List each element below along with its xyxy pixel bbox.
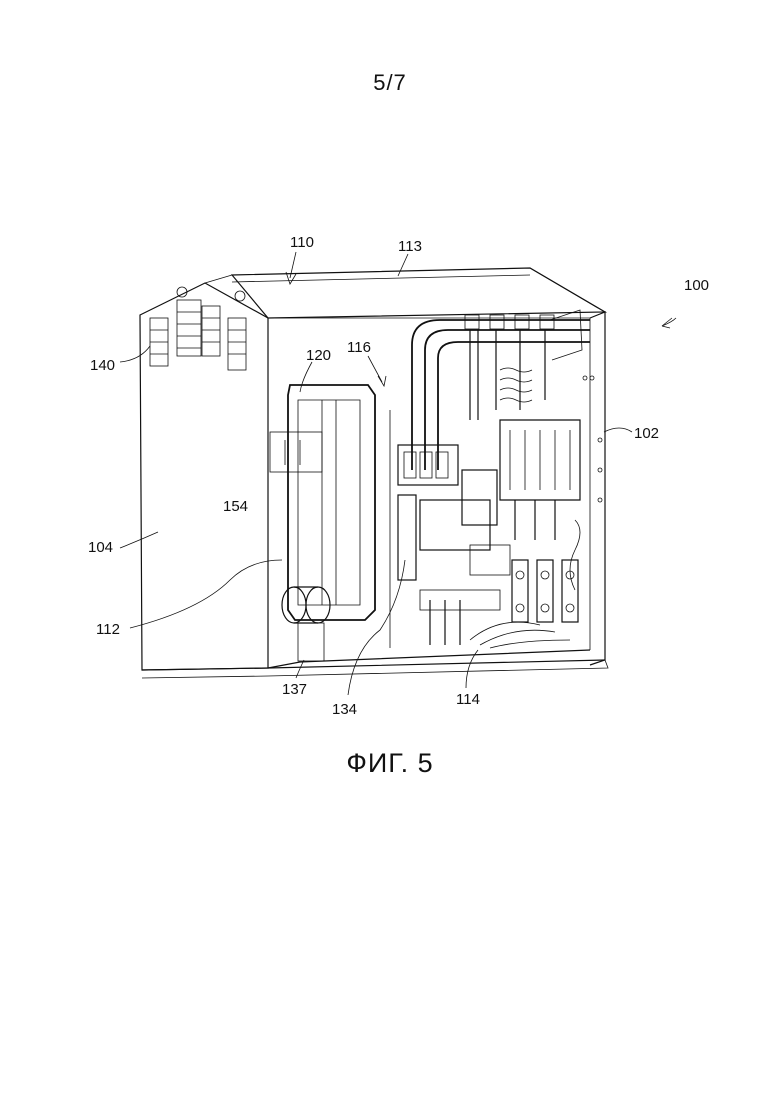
figure-caption: ФИГ. 5 <box>0 748 780 779</box>
label-114: 114 <box>456 691 480 708</box>
label-137: 137 <box>282 681 307 698</box>
label-102: 102 <box>634 425 659 442</box>
label-154: 154 <box>223 498 248 515</box>
label-134: 134 <box>332 701 357 718</box>
label-120: 120 <box>306 347 331 364</box>
transformer-120 <box>270 385 375 620</box>
label-116: 116 <box>347 339 371 356</box>
label-104: 104 <box>88 539 113 556</box>
capacitor-137 <box>282 587 330 661</box>
label-140: 140 <box>90 357 115 374</box>
terminal-blocks-140 <box>150 287 246 370</box>
label-110: 110 <box>290 234 314 251</box>
label-113: 113 <box>398 238 422 255</box>
label-100: 100 <box>684 277 709 294</box>
wiring-assembly <box>390 310 602 650</box>
label-112: 112 <box>96 621 120 638</box>
